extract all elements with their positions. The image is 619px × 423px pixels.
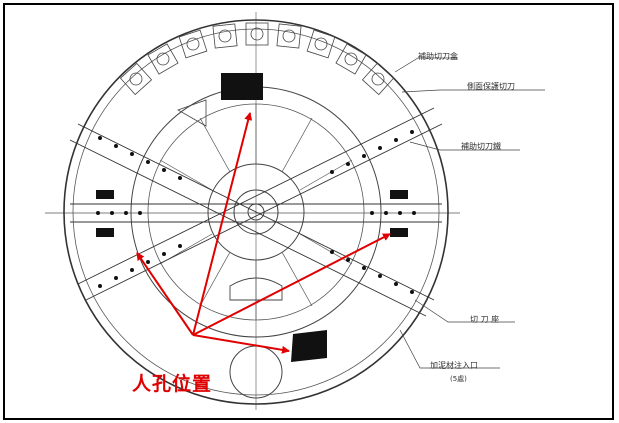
top-fan-segment (177, 99, 207, 127)
callout-cutter-seat: 切 刀 座 (470, 315, 500, 324)
callout-side-scraper: 側面保護切刀 (467, 82, 515, 91)
rim-cutter-boxes (119, 22, 395, 96)
callout-aux-cutter-seat: 補助切刀鐵 (461, 142, 501, 151)
outer-ring-inner (72, 28, 440, 396)
callout-mud-inlet-note: (5處) (450, 375, 467, 383)
cutter-arms (69, 107, 443, 317)
callout-leaders (394, 57, 545, 369)
right-opening-lower (390, 228, 408, 237)
manhole-arrows (136, 112, 391, 354)
manhole-position-label: 人孔位置 (132, 373, 213, 395)
radial-spokes (159, 104, 353, 320)
manhole-top (221, 73, 263, 100)
hub-center (233, 189, 279, 235)
callout-aux-cutter-box: 補助切刀盒 (418, 52, 458, 61)
manhole-bottom (291, 330, 327, 362)
callout-mud-inlet: 加泥材注入口 (430, 361, 478, 370)
cutter-teeth (96, 130, 416, 294)
lower-window (229, 277, 283, 301)
frame-border (3, 3, 614, 420)
left-opening-lower (96, 228, 114, 237)
left-opening-upper (96, 190, 114, 199)
outer-ring (63, 19, 449, 405)
right-opening-upper (390, 190, 408, 199)
